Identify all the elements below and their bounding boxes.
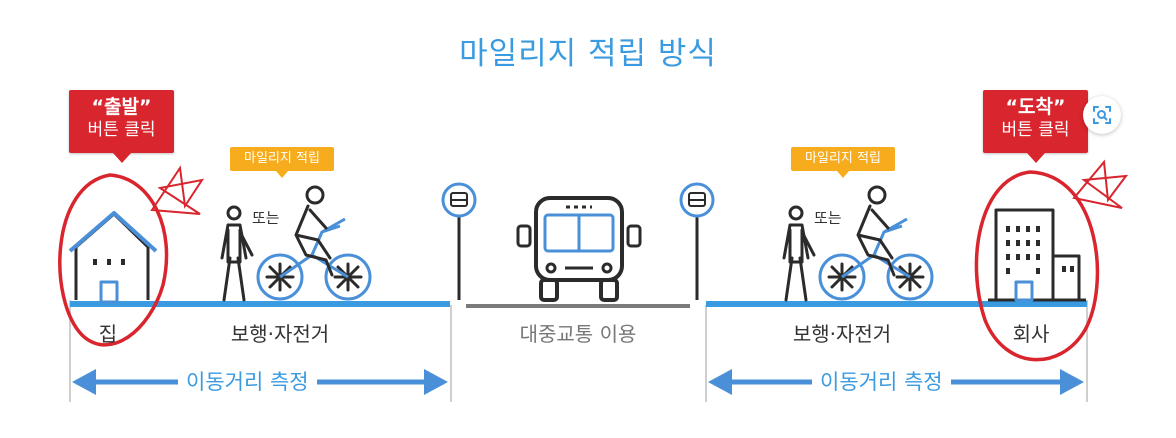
measure-label-left: 이동거리 측정 xyxy=(178,368,317,396)
red-star-left xyxy=(150,165,205,215)
cyclist-icon-left xyxy=(256,185,372,301)
callout-start-line2: 버튼 클릭 xyxy=(87,120,156,140)
cyclist-icon-right xyxy=(818,185,934,301)
mileage-badge-right: 마일리지 적립 xyxy=(791,147,895,178)
red-circle-left xyxy=(58,173,169,347)
callout-start-line1: “출발” xyxy=(91,96,152,118)
or-label-left: 또는 xyxy=(252,209,280,227)
callout-arrive-line1: “도착” xyxy=(1005,96,1066,118)
measure-label-right: 이동거리 측정 xyxy=(812,368,951,396)
mileage-badge-left: 마일리지 적립 xyxy=(230,147,334,178)
pedestrian-icon-right xyxy=(782,205,816,302)
bus-icon xyxy=(516,196,642,302)
office-building-icon xyxy=(988,208,1086,302)
bus-stop-icon-left xyxy=(441,182,477,300)
red-circle-right xyxy=(974,170,1100,362)
or-label-right: 또는 xyxy=(814,209,842,227)
segment-label-home: 집 xyxy=(98,322,118,346)
segment-label-walk-bike-right: 보행·자전거 xyxy=(792,322,892,346)
segment-label-walk-bike-left: 보행·자전거 xyxy=(230,322,330,346)
pedestrian-icon-left xyxy=(220,205,254,302)
arrive-button-callout: “도착” 버튼 클릭 xyxy=(983,90,1088,163)
house-icon xyxy=(68,211,158,304)
red-star-right xyxy=(1072,159,1129,209)
segment-label-transit: 대중교통 이용 xyxy=(519,322,637,346)
start-button-callout: “출발” 버튼 클릭 xyxy=(69,90,174,163)
bus-stop-icon-right xyxy=(679,182,715,300)
zoom-button[interactable] xyxy=(1083,96,1121,134)
segment-label-company: 회사 xyxy=(1012,322,1050,346)
callout-arrive-line2: 버튼 클릭 xyxy=(1001,120,1070,140)
page-title: 마일리지 적립 방식 xyxy=(459,36,717,72)
zoom-icon xyxy=(1093,106,1111,124)
